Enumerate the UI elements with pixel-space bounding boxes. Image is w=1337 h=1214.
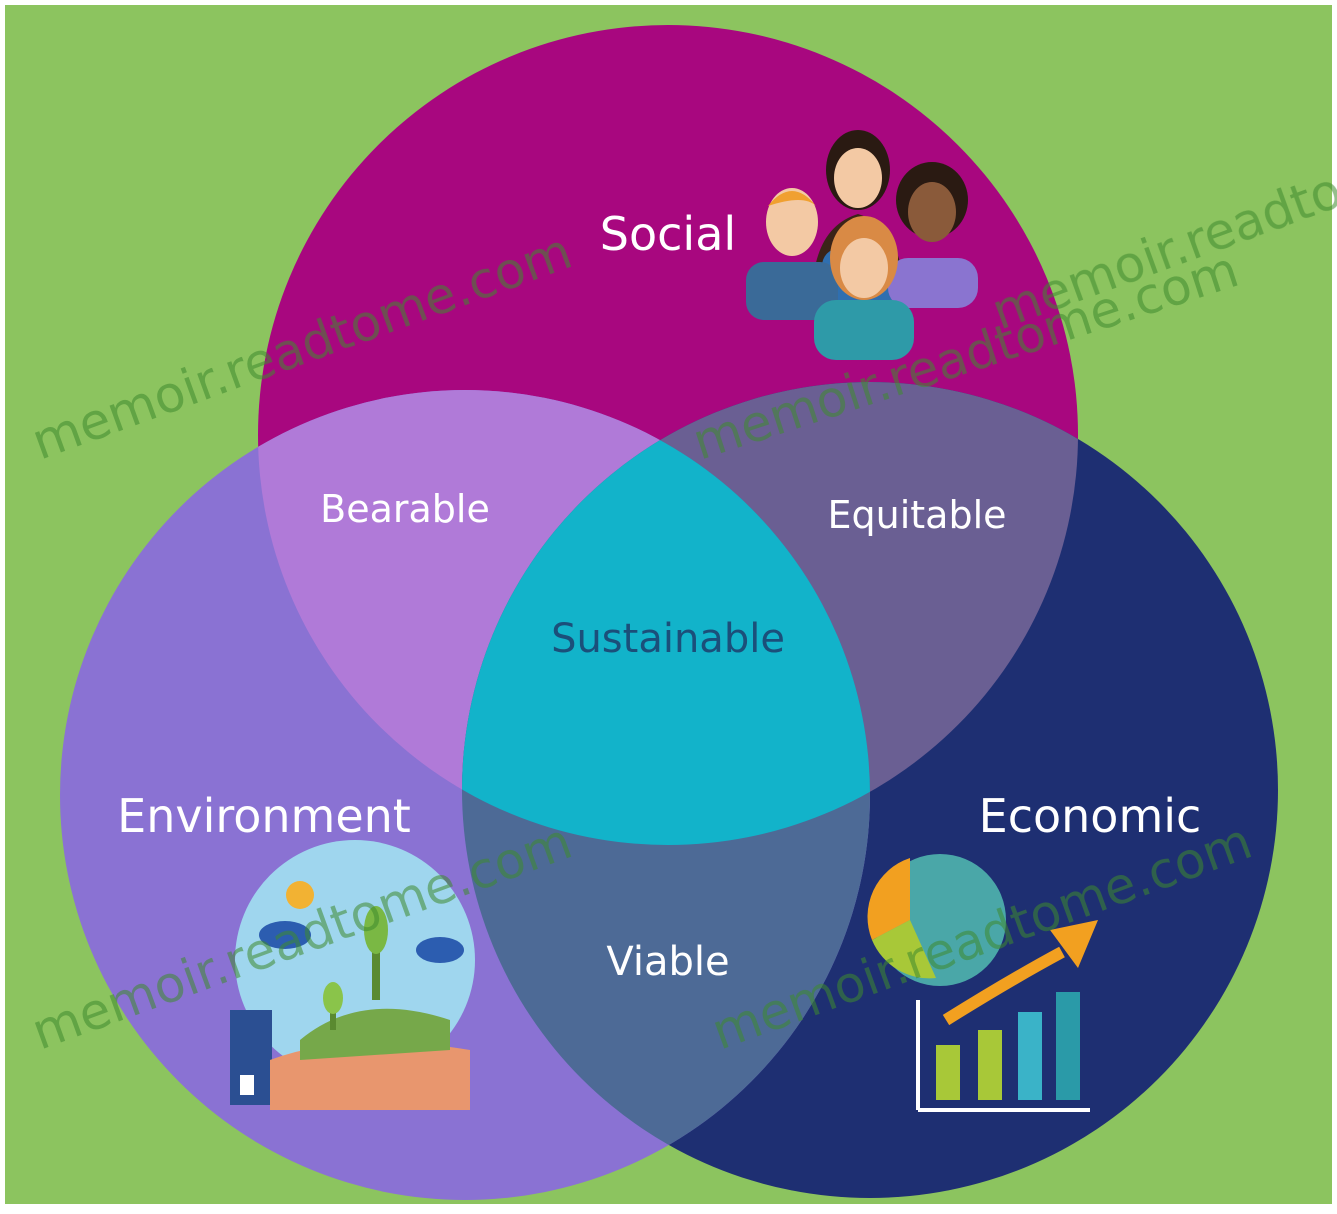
viable-label: Viable: [606, 939, 729, 985]
sustainable-overlap: [462, 390, 870, 845]
environment-label: Environment: [117, 789, 411, 843]
bearable-label: Bearable: [320, 487, 490, 531]
sustainable-label: Sustainable: [551, 616, 785, 662]
equitable-label: Equitable: [827, 493, 1006, 537]
nature-landscape-icon: [230, 840, 475, 1110]
social-label: Social: [600, 207, 736, 261]
people-group-icon: [746, 130, 978, 360]
pie-chart-growth-icon: [867, 854, 1098, 1112]
economic-label: Economic: [979, 789, 1202, 843]
